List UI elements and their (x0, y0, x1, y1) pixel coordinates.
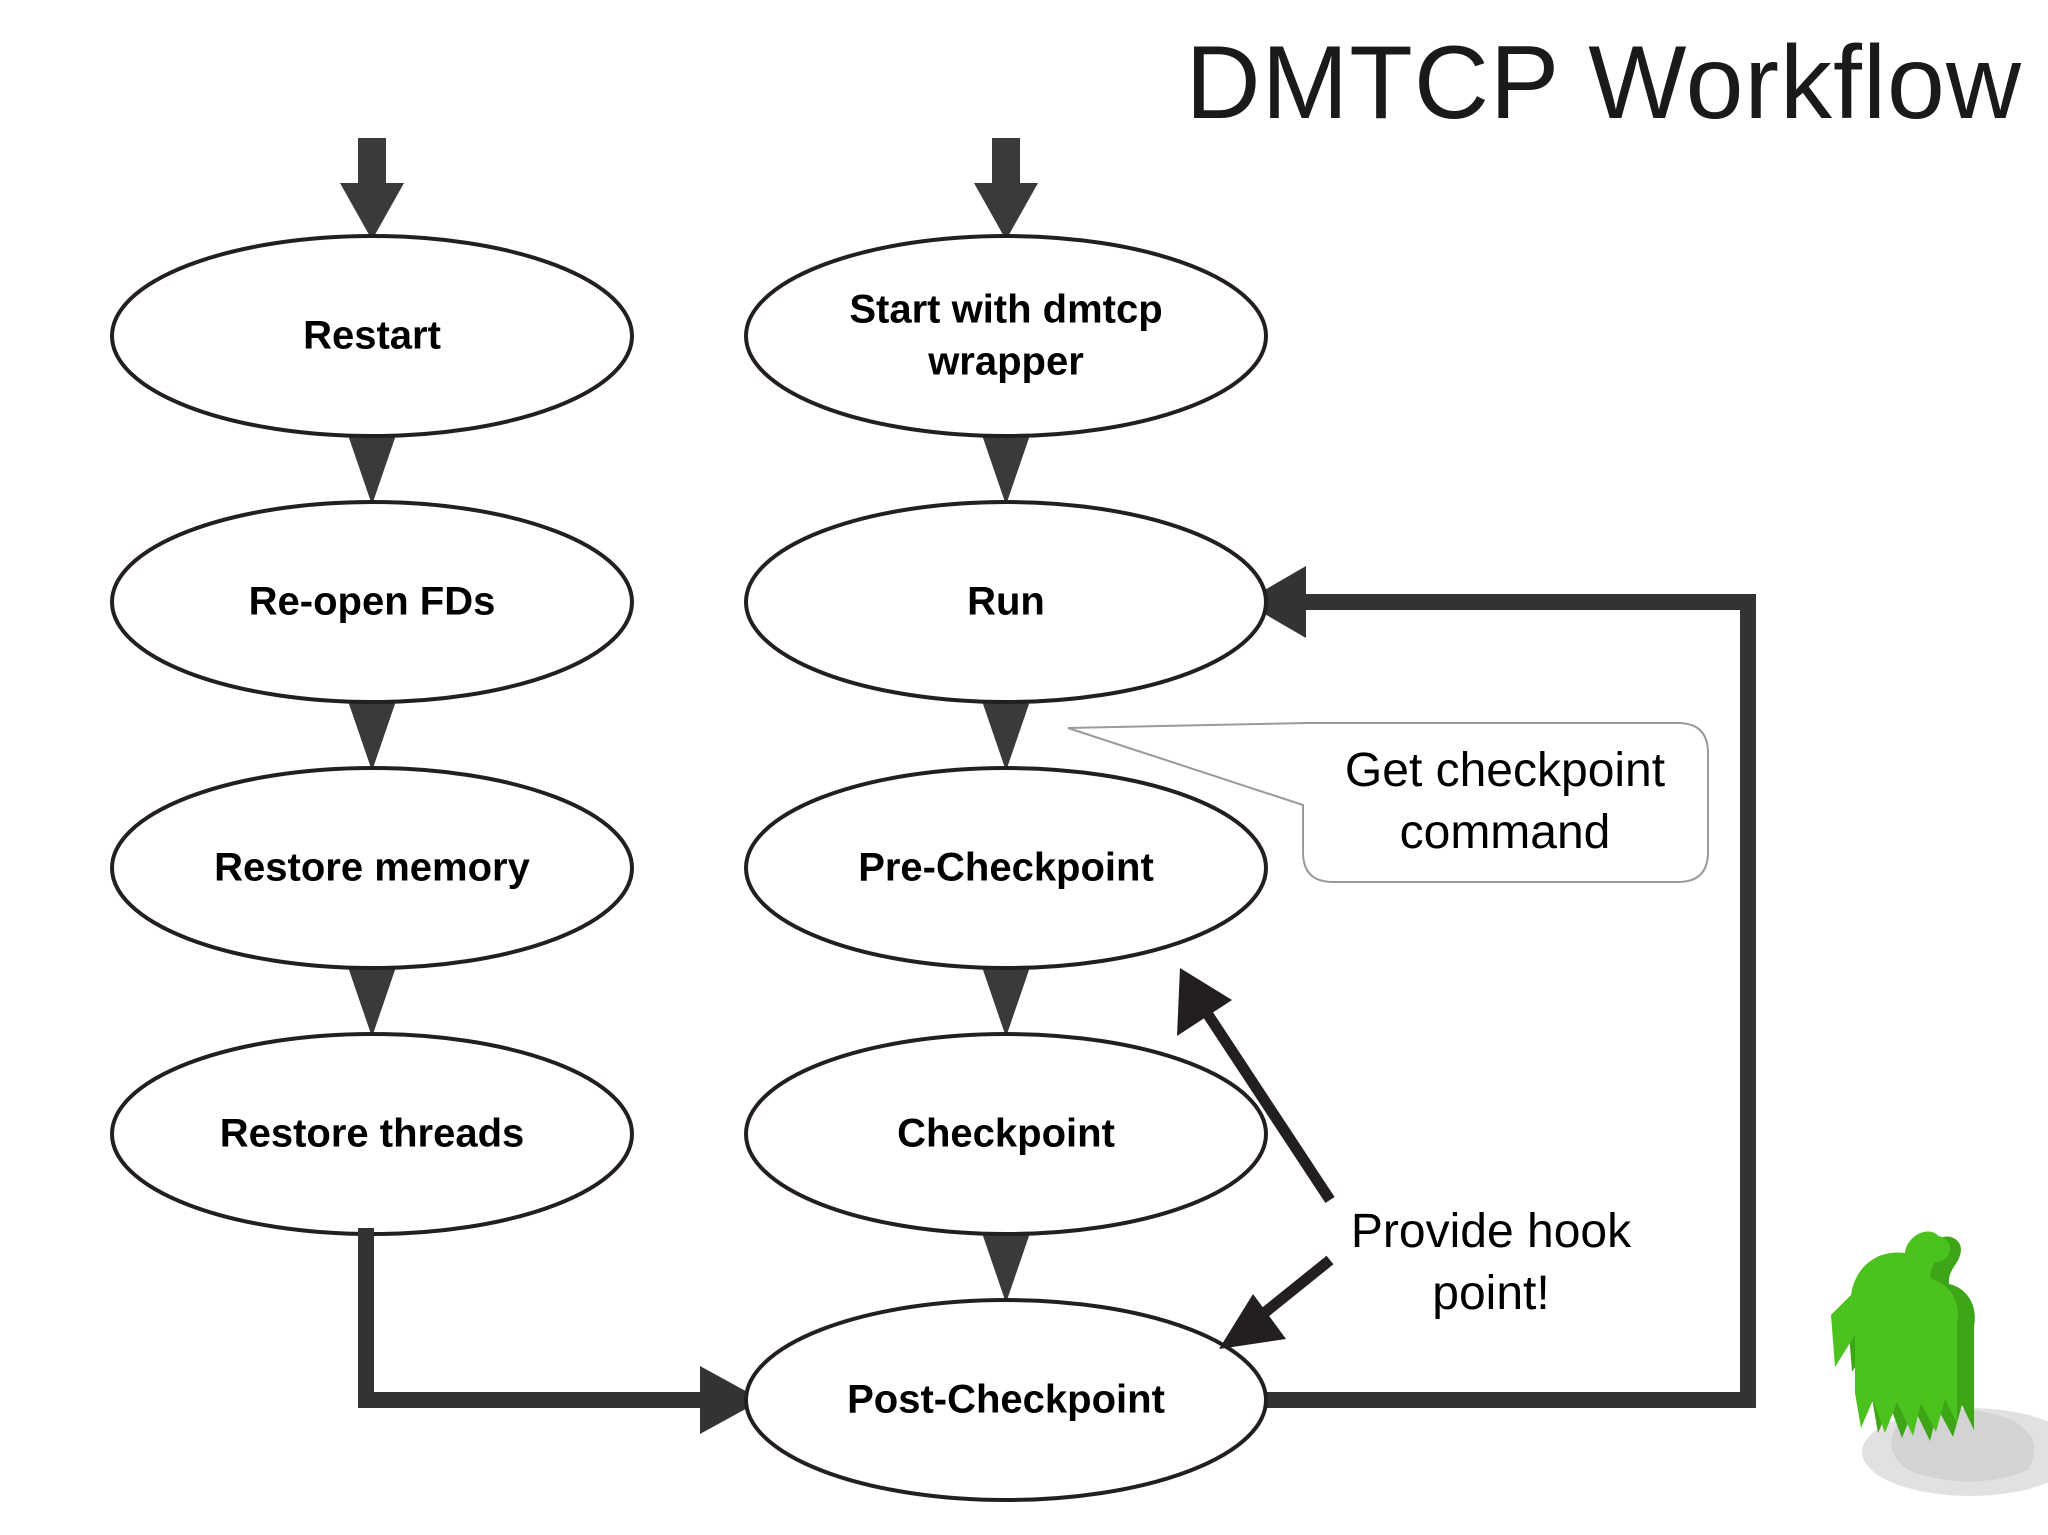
page-title: DMTCP Workflow (1186, 25, 2022, 141)
connector-restart-to-reopen (348, 435, 396, 505)
node-start-with-dmtcp-wrapper[interactable]: Start with dmtcp wrapper (744, 234, 1268, 438)
connector-start-to-run (982, 435, 1030, 505)
node-restore-threads[interactable]: Restore threads (110, 1032, 634, 1236)
node-run-label: Run (967, 580, 1045, 624)
hook-arrow-to-post-checkpoint (1219, 1255, 1334, 1349)
node-start-with-dmtcp-wrapper-label-line2: wrapper (927, 340, 1084, 384)
entry-arrow-start-with-dmtcp-wrapper (974, 138, 1038, 240)
node-checkpoint[interactable]: Checkpoint (744, 1032, 1268, 1236)
annotation-line1: Provide hook (1351, 1205, 1632, 1258)
node-pre-checkpoint[interactable]: Pre-Checkpoint (744, 766, 1268, 970)
node-start-with-dmtcp-wrapper-label-line1: Start with dmtcp (849, 288, 1162, 332)
annotation-provide-hook-point: Provide hook point! (1177, 968, 1632, 1349)
connector-pre-checkpoint-to-checkpoint (982, 967, 1030, 1037)
callout-line1: Get checkpoint (1345, 744, 1665, 797)
entry-arrow-restart (340, 138, 404, 240)
node-restore-memory[interactable]: Restore memory (110, 766, 634, 970)
node-restart-label: Restart (303, 314, 441, 358)
connector-restore-memory-to-restore-threads (348, 967, 396, 1037)
node-post-checkpoint[interactable]: Post-Checkpoint (744, 1298, 1268, 1502)
node-reopen-fds[interactable]: Re-open FDs (110, 500, 634, 704)
callout-get-checkpoint-command: Get checkpoint command (1067, 722, 1709, 883)
mascot-antenna-knob (1924, 1236, 1950, 1262)
connector-checkpoint-to-post-checkpoint (982, 1233, 1030, 1303)
node-checkpoint-label: Checkpoint (897, 1112, 1115, 1156)
annotation-line2: point! (1432, 1267, 1549, 1320)
node-reopen-fds-label: Re-open FDs (249, 580, 496, 624)
node-run[interactable]: Run (744, 500, 1268, 704)
green-blob-mascot (1831, 1231, 2048, 1496)
node-post-checkpoint-label: Post-Checkpoint (847, 1378, 1165, 1422)
node-restore-threads-label: Restore threads (220, 1112, 525, 1156)
feedback-post-checkpoint-to-run (1244, 566, 1756, 1408)
node-restart[interactable]: Restart (110, 234, 634, 438)
connector-run-to-pre-checkpoint (982, 701, 1030, 771)
connector-reopen-to-restore-memory (348, 701, 396, 771)
callout-line2: command (1400, 806, 1611, 859)
node-pre-checkpoint-label: Pre-Checkpoint (858, 846, 1154, 890)
hook-arrow-to-pre-checkpoint (1177, 968, 1335, 1204)
feedback-restore-threads-to-post-checkpoint (358, 1228, 762, 1434)
node-restore-memory-label: Restore memory (214, 846, 530, 890)
